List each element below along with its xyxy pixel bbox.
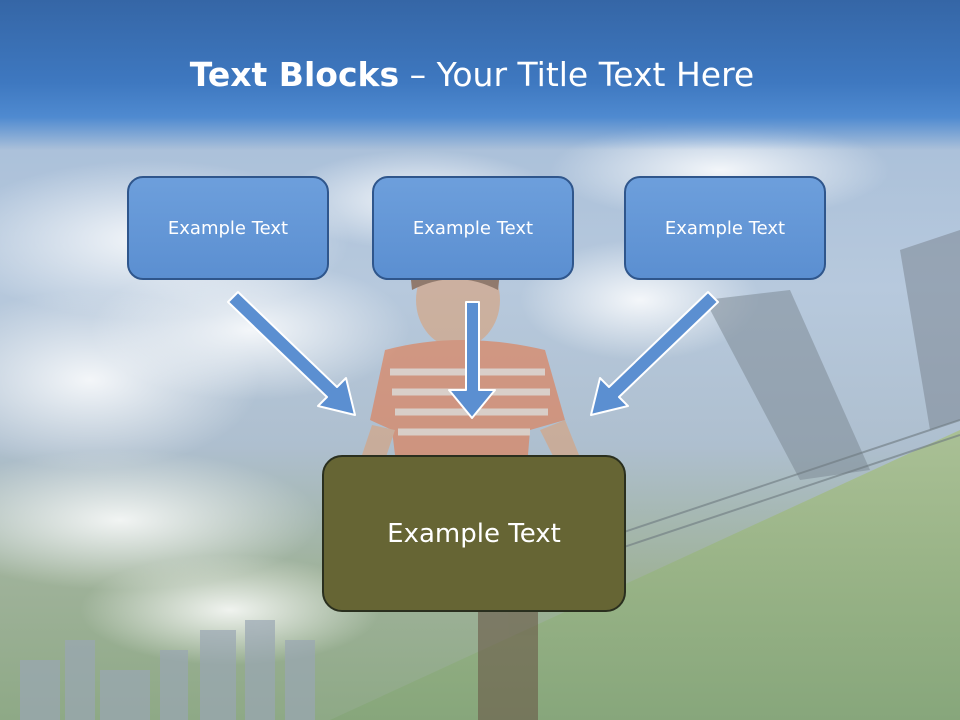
clouds <box>0 120 890 665</box>
arrow-left <box>227 291 356 416</box>
arrow-right <box>590 291 719 416</box>
title-separator: – <box>399 55 437 94</box>
title-rest: Your Title Text Here <box>436 55 755 94</box>
text-block-3-label: Example Text <box>664 217 786 239</box>
text-block-1-label: Example Text <box>167 217 289 239</box>
fence <box>599 419 960 556</box>
text-block-2[interactable]: Example Text <box>372 176 574 280</box>
arrow-center <box>448 301 496 419</box>
header-band <box>0 0 960 150</box>
text-block-2-label: Example Text <box>412 217 534 239</box>
main-text-block[interactable]: Example Text <box>322 455 626 612</box>
title-bold: Text Blocks <box>189 55 400 94</box>
skyline <box>20 620 315 720</box>
tower <box>705 230 960 480</box>
slide-title: Text Blocks – Your Title Text Here <box>0 55 944 95</box>
text-block-1[interactable]: Example Text <box>127 176 329 280</box>
text-block-3[interactable]: Example Text <box>624 176 826 280</box>
main-text-block-label: Example Text <box>387 518 561 549</box>
